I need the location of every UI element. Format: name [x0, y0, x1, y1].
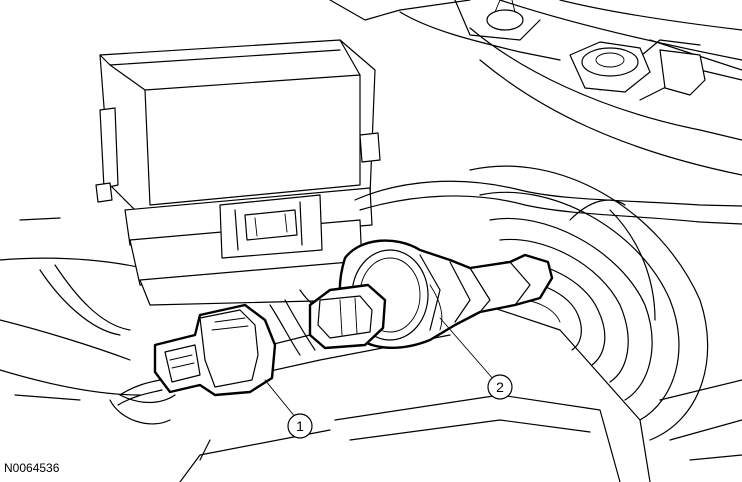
upper-body-panel	[329, 0, 742, 176]
side-clip	[659, 49, 706, 96]
callout-leaders	[264, 317, 495, 419]
callout-2: 2	[487, 374, 513, 400]
bulb-socket-assembly	[308, 239, 554, 350]
callout-2-label: 2	[496, 379, 504, 395]
harness-clip	[486, 0, 524, 31]
callout-1-label: 1	[296, 418, 304, 434]
figure-reference-code: N0064536	[4, 461, 60, 475]
relay-box	[95, 39, 381, 306]
electrical-connector	[117, 303, 277, 406]
mounting-nut	[569, 41, 651, 93]
wiring-harness	[269, 180, 742, 356]
callout-1: 1	[287, 413, 313, 439]
